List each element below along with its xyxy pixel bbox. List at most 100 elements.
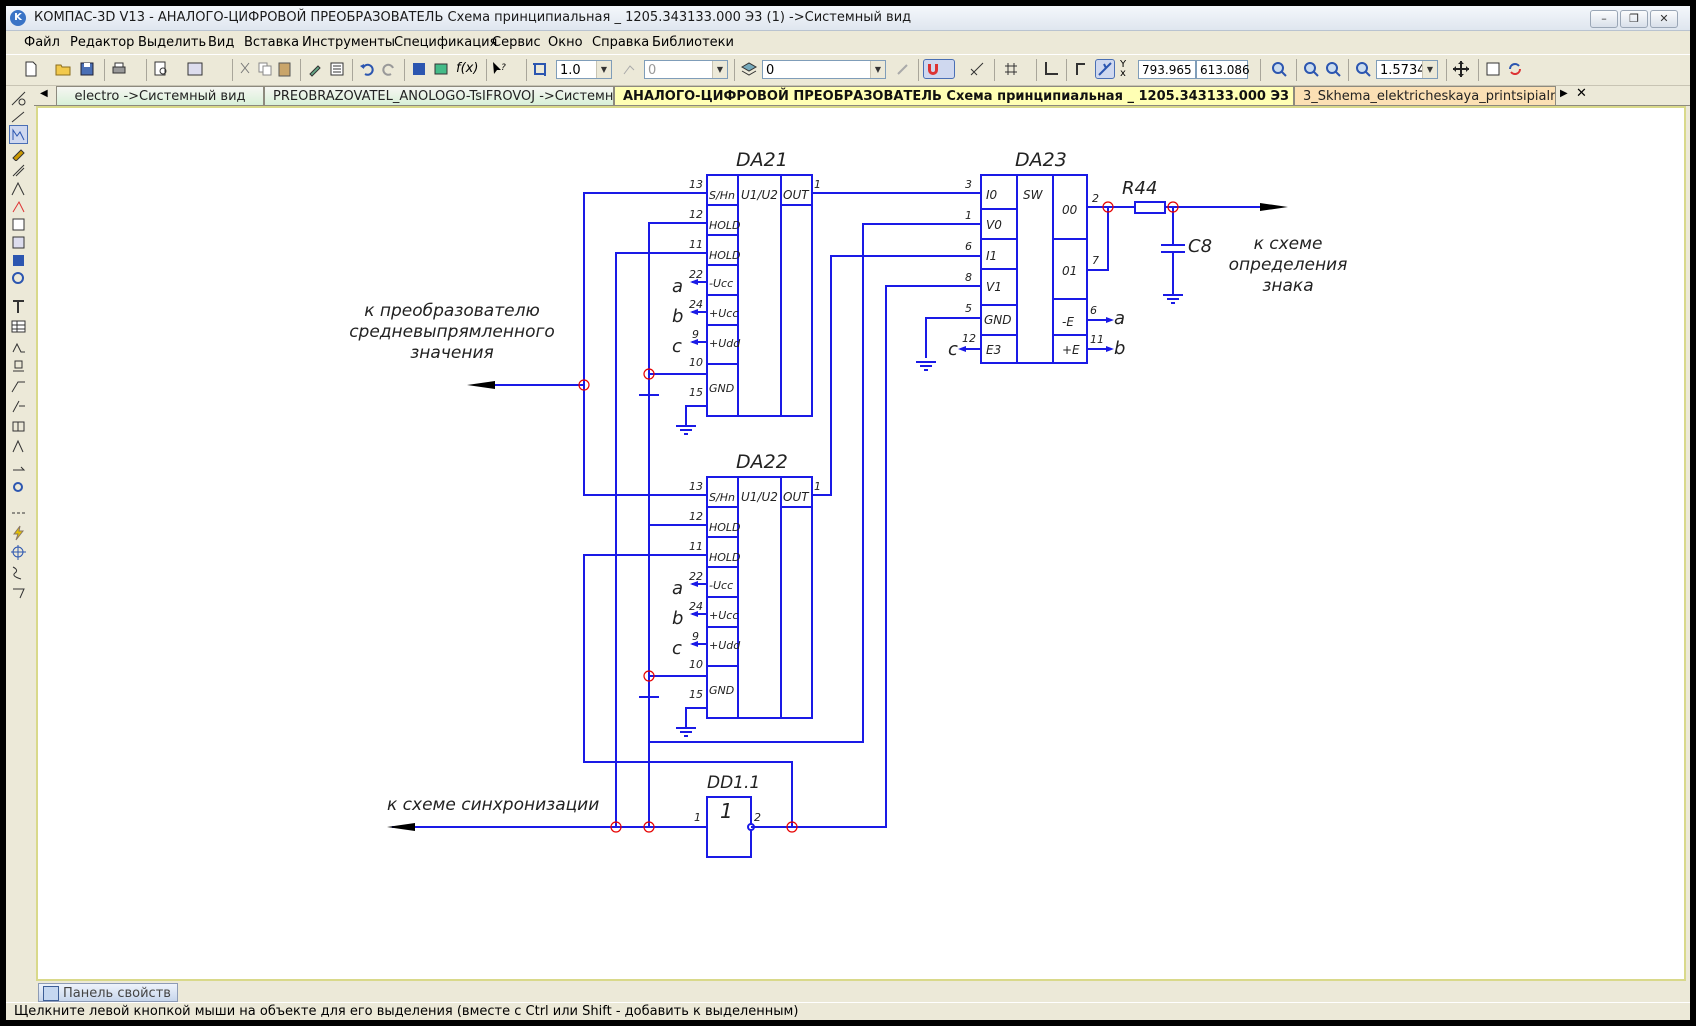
attach-icon[interactable] <box>894 60 912 78</box>
menu-editor[interactable]: Редактор <box>70 35 135 50</box>
note-sign-line: определения <box>1229 255 1348 275</box>
open-folder-icon[interactable] <box>54 60 72 78</box>
step-icon[interactable] <box>620 60 638 78</box>
menu-help[interactable]: Справка <box>592 35 650 50</box>
paste-icon[interactable] <box>276 60 294 78</box>
minimize-button[interactable]: – <box>1590 10 1618 28</box>
layer-combo[interactable]: 0▼ <box>762 60 886 79</box>
drawing-canvas[interactable]: DA21 U1/U2 OUT 1 S/Hn HOLD HOLD -Ucc +Uc… <box>36 106 1686 981</box>
copy-icon[interactable] <box>256 60 274 78</box>
spec-icon[interactable] <box>10 216 27 233</box>
ortho-icon[interactable] <box>1072 60 1090 78</box>
new-document-icon[interactable] <box>22 60 40 78</box>
note-sign-line: к схеме <box>1254 234 1323 254</box>
tolerance-icon[interactable] <box>10 418 27 435</box>
lightning-icon[interactable] <box>10 524 27 541</box>
pan-icon[interactable] <box>1452 60 1470 78</box>
grid-icon[interactable] <box>1002 60 1020 78</box>
help-pointer-icon[interactable]: ? <box>490 60 508 78</box>
restore-button[interactable]: ❐ <box>1620 10 1648 28</box>
save-icon[interactable] <box>78 60 96 78</box>
da21-supply-c: c <box>672 336 682 357</box>
zoom-window-icon[interactable] <box>1302 60 1320 78</box>
library-icon[interactable] <box>10 270 27 287</box>
tab-skhema[interactable]: 3_Skhema_elektricheskaya_printsipialnaya… <box>1294 86 1556 105</box>
scale-combo[interactable]: 1.0▼ <box>556 60 612 79</box>
edit-icon[interactable] <box>10 144 27 161</box>
close-tab-icon[interactable]: ✕ <box>1576 86 1587 101</box>
symbols-icon[interactable] <box>9 125 28 144</box>
refresh-icon[interactable] <box>1484 60 1502 78</box>
select-icon[interactable] <box>10 198 27 215</box>
corner-icon[interactable] <box>10 584 27 601</box>
menu-file[interactable]: Файл <box>24 35 60 50</box>
cut-icon[interactable] <box>236 60 254 78</box>
da23-pin-name: 00 <box>1062 203 1078 217</box>
da23-pin-name: +E <box>1062 343 1080 357</box>
tab-preobrazovatel[interactable]: PREOBRAZOVATEL_ANOLOGO-TsIFROVOJ ->Систе… <box>264 86 614 105</box>
local-cs-icon[interactable] <box>1042 60 1060 78</box>
menu-view[interactable]: Вид <box>208 35 235 50</box>
geometry-icon[interactable] <box>10 90 27 107</box>
coord-y-field[interactable]: 613.086 <box>1196 60 1250 79</box>
preview-icon[interactable] <box>152 60 170 78</box>
target-icon[interactable] <box>10 544 27 561</box>
arrow-view-icon[interactable] <box>10 458 27 475</box>
section-icon[interactable] <box>10 478 27 495</box>
insert-view-icon[interactable] <box>10 252 27 269</box>
text-icon[interactable] <box>10 298 27 315</box>
dimensions-icon[interactable] <box>10 108 27 125</box>
properties-brush-icon[interactable] <box>306 60 324 78</box>
variables-icon[interactable] <box>410 60 428 78</box>
redraw-icon[interactable] <box>1506 60 1524 78</box>
table-icon[interactable] <box>10 318 27 335</box>
da23-ref: DA23 <box>1015 149 1067 171</box>
menu-select[interactable]: Выделить <box>138 35 207 50</box>
measure-icon[interactable] <box>10 180 27 197</box>
step-combo[interactable]: 0▼ <box>644 60 728 79</box>
da22-out-num: 1 <box>814 480 821 493</box>
local-snap-icon[interactable] <box>968 60 986 78</box>
tab-electro[interactable]: electro ->Системный вид <box>56 86 264 105</box>
da23-pin-num: 6 <box>1090 304 1097 317</box>
roughness-icon[interactable] <box>10 338 27 355</box>
da21-pin-name: HOLD <box>709 219 741 232</box>
zoom-combo[interactable]: 1.5734▼ <box>1376 60 1438 79</box>
scale-icon[interactable] <box>532 60 550 78</box>
close-button[interactable]: ✕ <box>1650 10 1678 28</box>
library-manager-icon[interactable] <box>432 60 450 78</box>
tabs-left-arrow-icon[interactable]: ◀ <box>40 88 48 99</box>
schematic-drawing[interactable]: DA21 U1/U2 OUT 1 S/Hn HOLD HOLD -Ucc +Uc… <box>6 6 1690 1020</box>
mark-icon[interactable] <box>10 438 27 455</box>
menu-window[interactable]: Окно <box>548 35 583 50</box>
reports-icon[interactable] <box>10 234 27 251</box>
dashes-icon[interactable] <box>10 504 27 521</box>
undo-icon[interactable] <box>358 60 376 78</box>
tab-adc-schematic[interactable]: АНАЛОГО-ЦИФРОВОЙ ПРЕОБРАЗОВАТЕЛЬ Схема п… <box>614 86 1294 105</box>
print-icon[interactable] <box>110 60 128 78</box>
redo-icon[interactable] <box>380 60 398 78</box>
fx-icon[interactable]: f(x) <box>456 61 479 76</box>
property-panel-tab[interactable]: Панель свойств <box>38 983 178 1002</box>
magnet-snap-icon[interactable] <box>923 59 955 79</box>
menu-insert[interactable]: Вставка <box>244 35 300 50</box>
tabs-right-arrow-icon[interactable]: ▶ <box>1560 88 1568 99</box>
da21-pin-num: 15 <box>689 386 703 399</box>
zoom-all-icon[interactable] <box>1354 60 1372 78</box>
coord-x-field[interactable]: 793.965 <box>1138 60 1196 79</box>
zoom-in-icon[interactable] <box>1270 60 1288 78</box>
parametrization-icon[interactable] <box>10 162 27 179</box>
leader-icon[interactable] <box>10 378 27 395</box>
base-icon[interactable] <box>10 358 27 375</box>
menu-libraries[interactable]: Библиотеки <box>652 35 734 50</box>
menu-service[interactable]: Сервис <box>492 35 541 50</box>
zoom-dynamic-icon[interactable] <box>1324 60 1342 78</box>
list-icon[interactable] <box>328 60 346 78</box>
manager-icon[interactable] <box>186 60 204 78</box>
cursor-snap-icon[interactable] <box>1095 59 1115 79</box>
menu-specification[interactable]: Спецификация <box>394 35 498 50</box>
menu-tools[interactable]: Инструменты <box>302 35 396 50</box>
wave-icon[interactable] <box>10 564 27 581</box>
position-icon[interactable] <box>10 398 27 415</box>
layers-icon[interactable] <box>740 60 758 78</box>
